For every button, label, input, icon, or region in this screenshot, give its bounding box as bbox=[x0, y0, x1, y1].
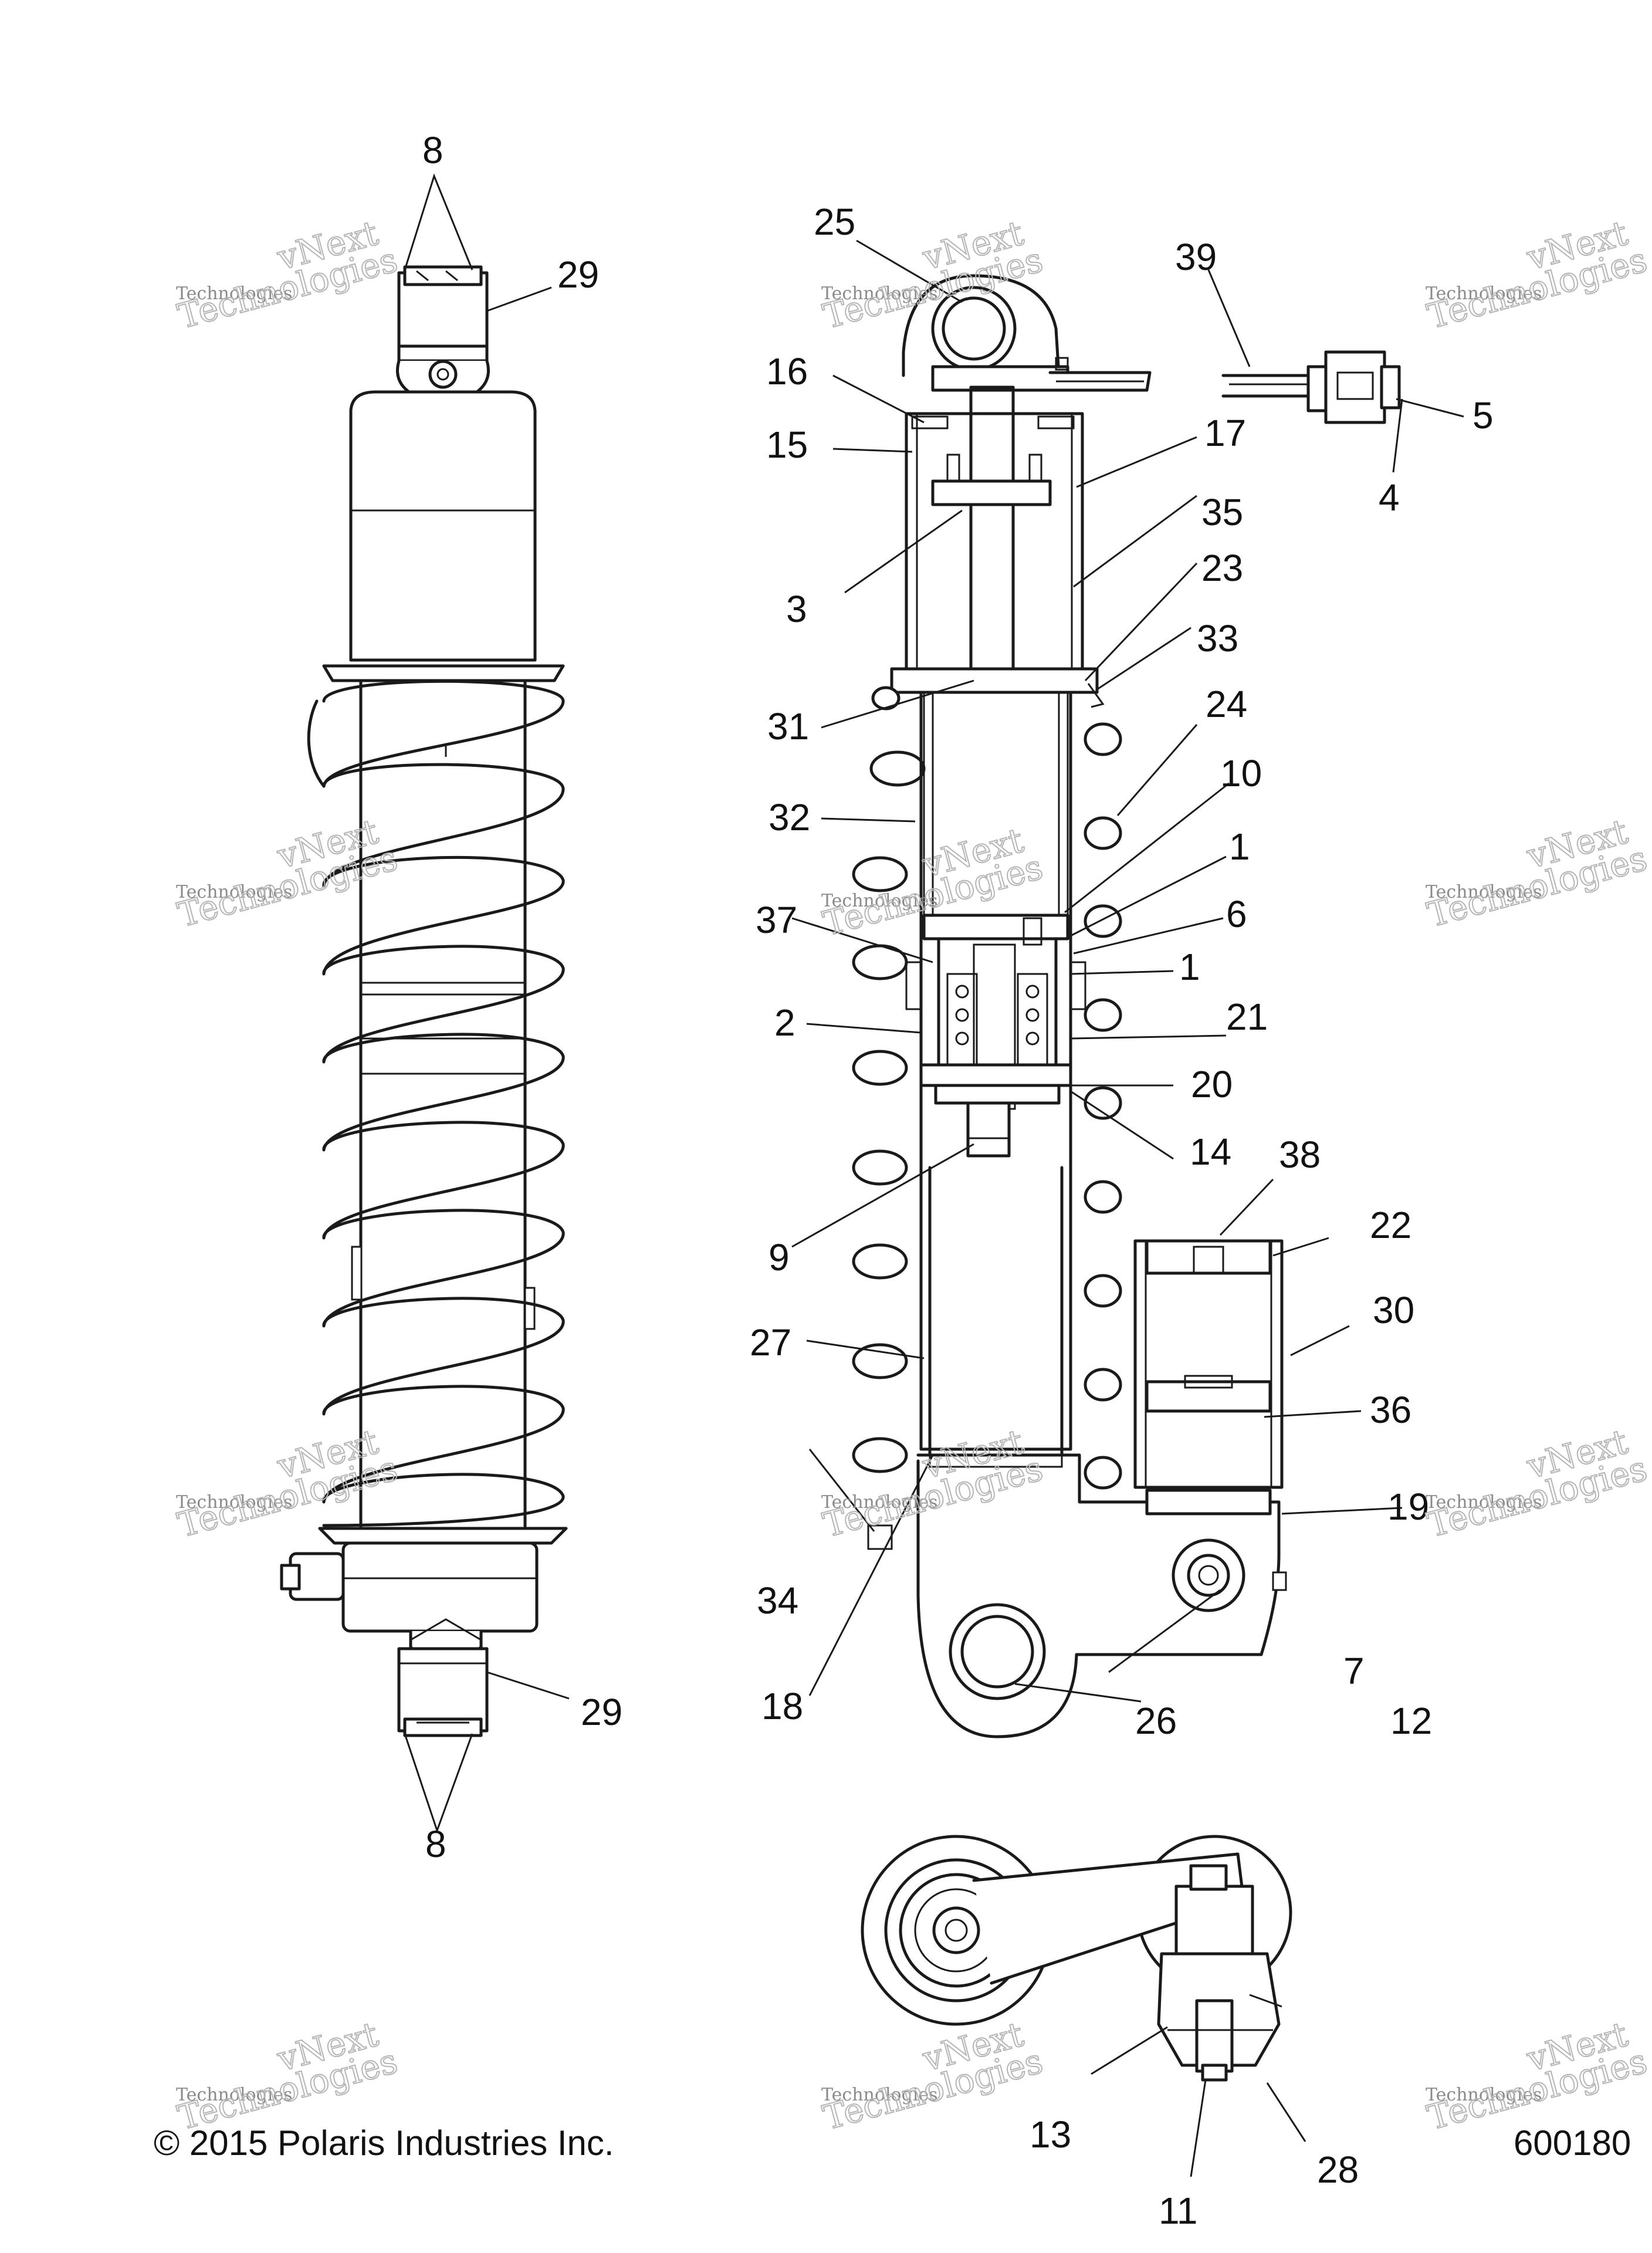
callout-34: 34 bbox=[757, 1579, 798, 1622]
callout-33: 33 bbox=[1197, 617, 1238, 659]
svg-text:Technologies: Technologies bbox=[176, 283, 293, 304]
callout-18: 18 bbox=[761, 1685, 803, 1727]
svg-text:Technologies: Technologies bbox=[1426, 2085, 1542, 2105]
callout-leaders-left bbox=[404, 173, 570, 1833]
callout-26: 26 bbox=[1135, 1700, 1177, 1742]
callout-1-lower: 1 bbox=[1179, 946, 1200, 988]
svg-text:Technologies: Technologies bbox=[176, 882, 293, 902]
callout-leaders-center bbox=[791, 239, 1464, 2177]
callout-12: 12 bbox=[1390, 1700, 1432, 1742]
callout-1-upper: 1 bbox=[1229, 826, 1250, 868]
shock-external-view bbox=[280, 265, 568, 1737]
callout-29-bottom: 29 bbox=[581, 1691, 622, 1733]
callout-9: 9 bbox=[769, 1236, 790, 1278]
callout-7: 7 bbox=[1343, 1650, 1365, 1692]
callout-27: 27 bbox=[750, 1321, 791, 1364]
svg-text:Technologies: Technologies bbox=[1426, 882, 1542, 902]
watermark: vNext Technologies Technologies bbox=[1423, 811, 1651, 936]
callout-23: 23 bbox=[1201, 547, 1243, 589]
callout-38: 38 bbox=[1279, 1134, 1321, 1176]
svg-text:Technologies: Technologies bbox=[821, 2085, 938, 2105]
callout-20: 20 bbox=[1191, 1063, 1233, 1105]
watermark: vNext Technologies Technologies bbox=[818, 2014, 1047, 2139]
callout-31: 31 bbox=[767, 705, 809, 747]
drawing-number: 600180 bbox=[1514, 2123, 1631, 2163]
copyright-notice: © 2015 Polaris Industries Inc. bbox=[154, 2123, 614, 2163]
watermark: vNext Technologies Technologies bbox=[1423, 212, 1651, 337]
callout-2: 2 bbox=[774, 1002, 795, 1044]
callout-37: 37 bbox=[756, 899, 797, 941]
callout-8-bottom: 8 bbox=[425, 1823, 446, 1865]
callout-15: 15 bbox=[766, 424, 808, 466]
callout-13: 13 bbox=[1030, 2113, 1071, 2156]
svg-text:Technologies: Technologies bbox=[821, 891, 938, 911]
callout-24: 24 bbox=[1206, 683, 1247, 725]
callout-22: 22 bbox=[1370, 1204, 1411, 1246]
svg-text:Technologies: Technologies bbox=[176, 1492, 293, 1513]
callout-32: 32 bbox=[769, 796, 810, 838]
callout-29-top: 29 bbox=[557, 253, 599, 296]
callout-28: 28 bbox=[1317, 2149, 1359, 2191]
callout-11: 11 bbox=[1159, 2190, 1197, 2232]
callout-6: 6 bbox=[1226, 893, 1247, 935]
watermark: vNext Technologies Technologies bbox=[1423, 2014, 1651, 2139]
svg-text:Technologies: Technologies bbox=[821, 1492, 938, 1513]
callout-8-top: 8 bbox=[422, 129, 444, 171]
svg-text:Technologies: Technologies bbox=[821, 283, 938, 304]
callout-numbers: 8 29 25 39 16 15 17 5 4 35 3 23 33 31 24… bbox=[422, 129, 1494, 2232]
callout-25: 25 bbox=[814, 201, 855, 243]
callout-4: 4 bbox=[1379, 476, 1400, 519]
callout-16: 16 bbox=[766, 350, 808, 393]
shock-top-view bbox=[861, 1835, 1292, 2082]
callout-39: 39 bbox=[1175, 236, 1217, 278]
callout-3: 3 bbox=[786, 588, 807, 630]
callout-17: 17 bbox=[1204, 412, 1246, 454]
watermark: vNext Technologies Technologies bbox=[1423, 1421, 1651, 1546]
svg-text:Technologies: Technologies bbox=[1426, 1492, 1542, 1513]
callout-14: 14 bbox=[1190, 1131, 1231, 1173]
callout-5: 5 bbox=[1472, 394, 1494, 437]
callout-36: 36 bbox=[1370, 1389, 1411, 1431]
shock-section-view bbox=[852, 274, 1287, 1738]
callout-19: 19 bbox=[1387, 1486, 1429, 1528]
callout-10: 10 bbox=[1220, 752, 1262, 794]
callout-30: 30 bbox=[1373, 1289, 1414, 1331]
watermark: vNext Technologies Technologies bbox=[173, 212, 402, 337]
callout-21: 21 bbox=[1226, 996, 1268, 1038]
watermark: vNext Technologies Technologies bbox=[173, 2014, 402, 2139]
callout-35: 35 bbox=[1201, 491, 1243, 533]
hose-fitting-detail bbox=[1221, 350, 1401, 424]
svg-text:Technologies: Technologies bbox=[1426, 283, 1542, 304]
svg-text:Technologies: Technologies bbox=[176, 2085, 293, 2105]
